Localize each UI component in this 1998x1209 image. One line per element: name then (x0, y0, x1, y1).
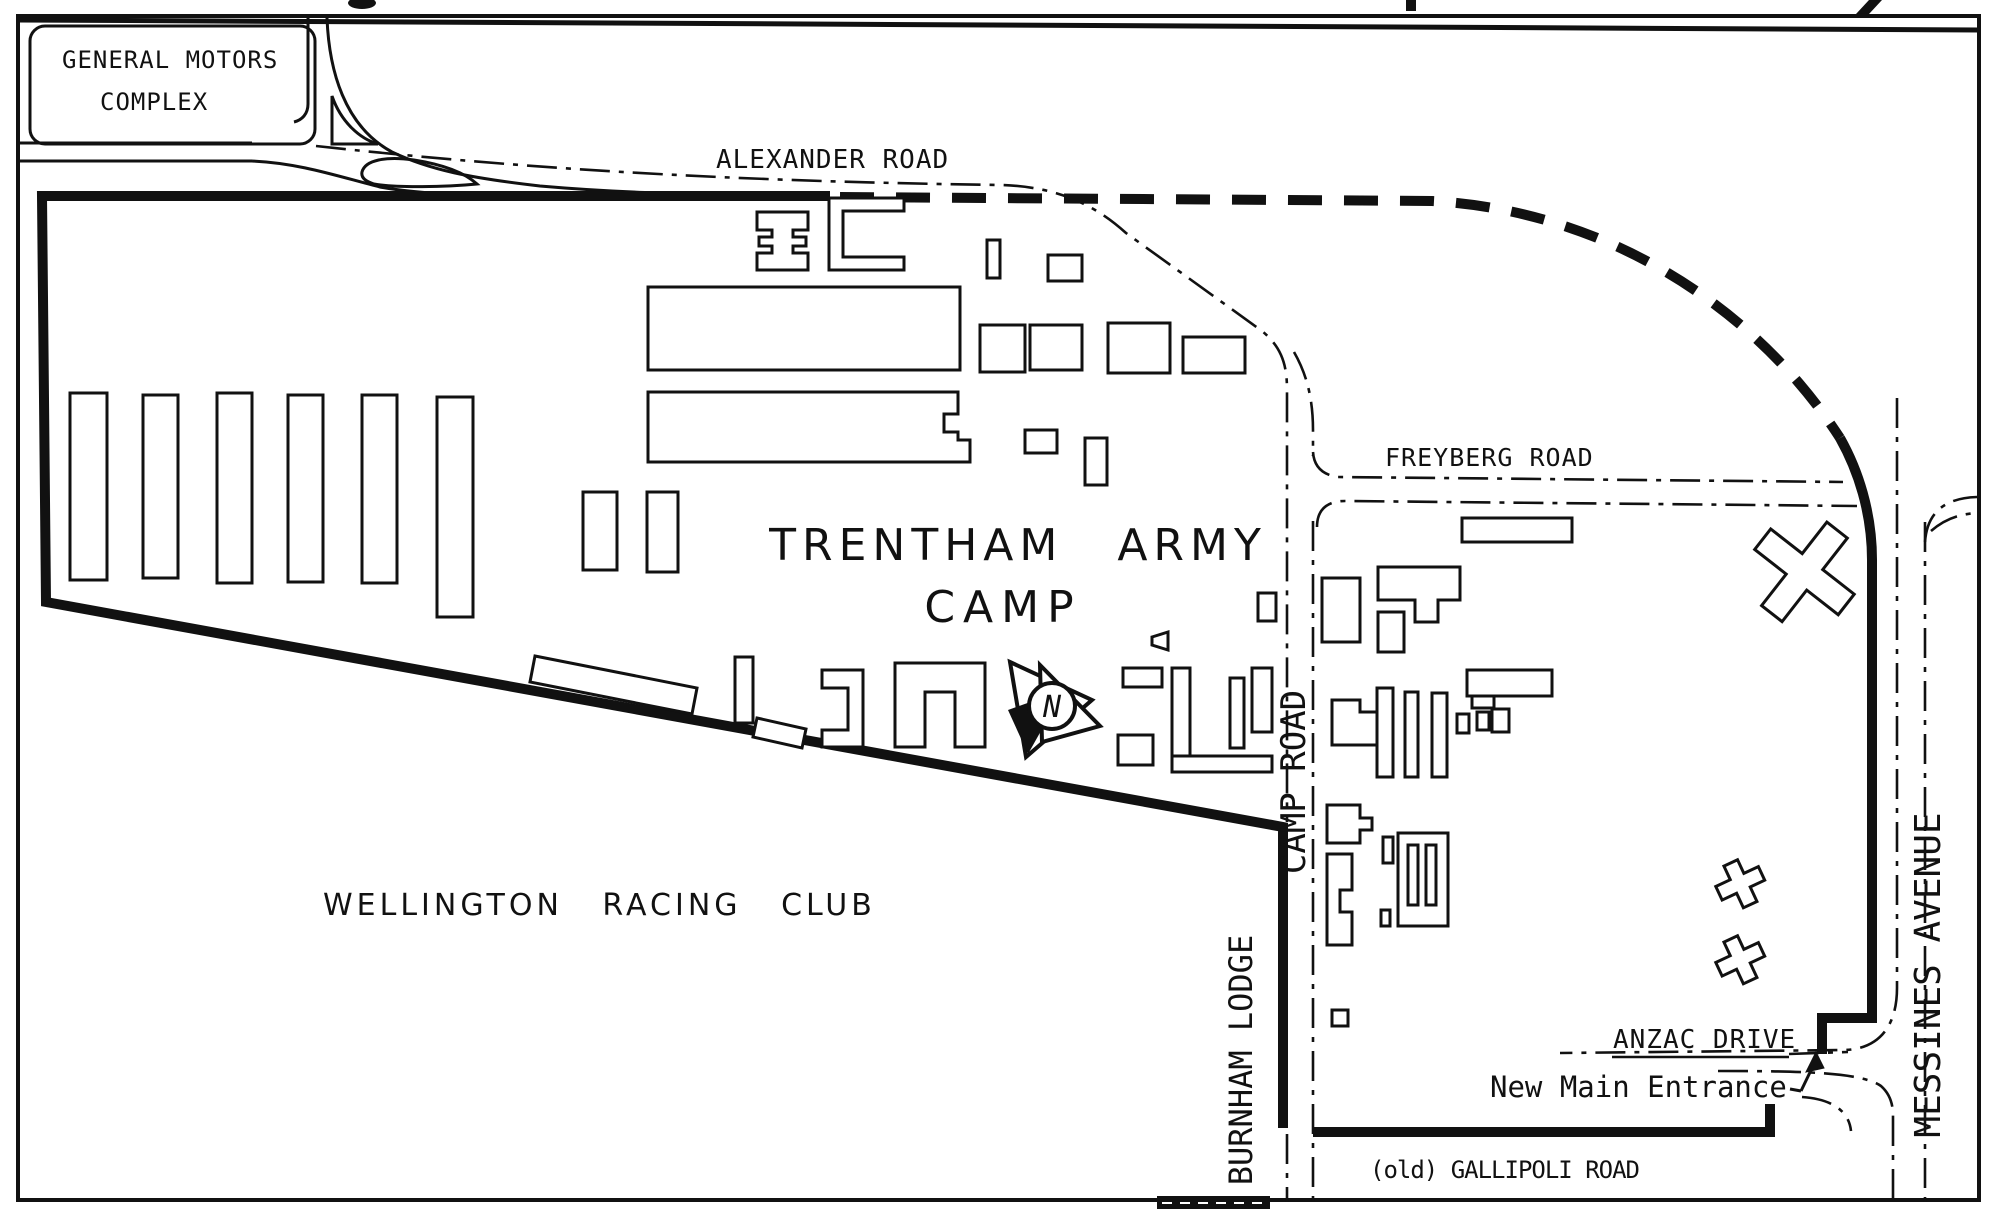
label-wellington-racing-club: WELLINGTON RACING CLUB (323, 888, 876, 923)
label-anzac-drive: ANZAC DRIVE (1613, 1025, 1796, 1055)
north-letter: N (1042, 690, 1062, 725)
camp-boundary (36, 191, 1877, 1137)
label-general-motors: GENERAL MOTORS (62, 46, 278, 74)
label-gallipoli-road: (old) GALLIPOLI ROAD (1370, 1156, 1639, 1184)
general-motors-box (28, 24, 317, 146)
map-frame (16, 14, 1981, 1202)
buildings-east (1320, 516, 1574, 1028)
label-trentham-camp: CAMP (924, 582, 1081, 633)
buildings-far-east (1713, 519, 1857, 986)
buildings-north (581, 196, 1247, 574)
legend-fragment (1157, 1196, 1270, 1209)
entrance-arrow (1789, 1050, 1825, 1093)
label-messines-avenue: MESSINES AVENUE (1908, 812, 1949, 1137)
label-gm-complex: COMPLEX (100, 88, 208, 116)
label-camp-road: CAMP ROAD (1274, 690, 1314, 874)
buildings-barracks (68, 391, 475, 619)
label-alexander-road: ALEXANDER ROAD (716, 145, 949, 175)
public-roads (315, 144, 1978, 1202)
label-freyberg-road: FREYBERG ROAD (1385, 443, 1594, 472)
north-arrow: N (1007, 658, 1104, 761)
cropped-title-fragments (348, 0, 1882, 14)
label-burnham-lodge: BURNHAM LODGE (1222, 935, 1260, 1185)
label-new-main-entrance: New Main Entrance (1490, 1070, 1787, 1104)
label-trentham-army: TRENTHAM ARMY (768, 520, 1267, 571)
buildings-south-row (528, 591, 1278, 774)
